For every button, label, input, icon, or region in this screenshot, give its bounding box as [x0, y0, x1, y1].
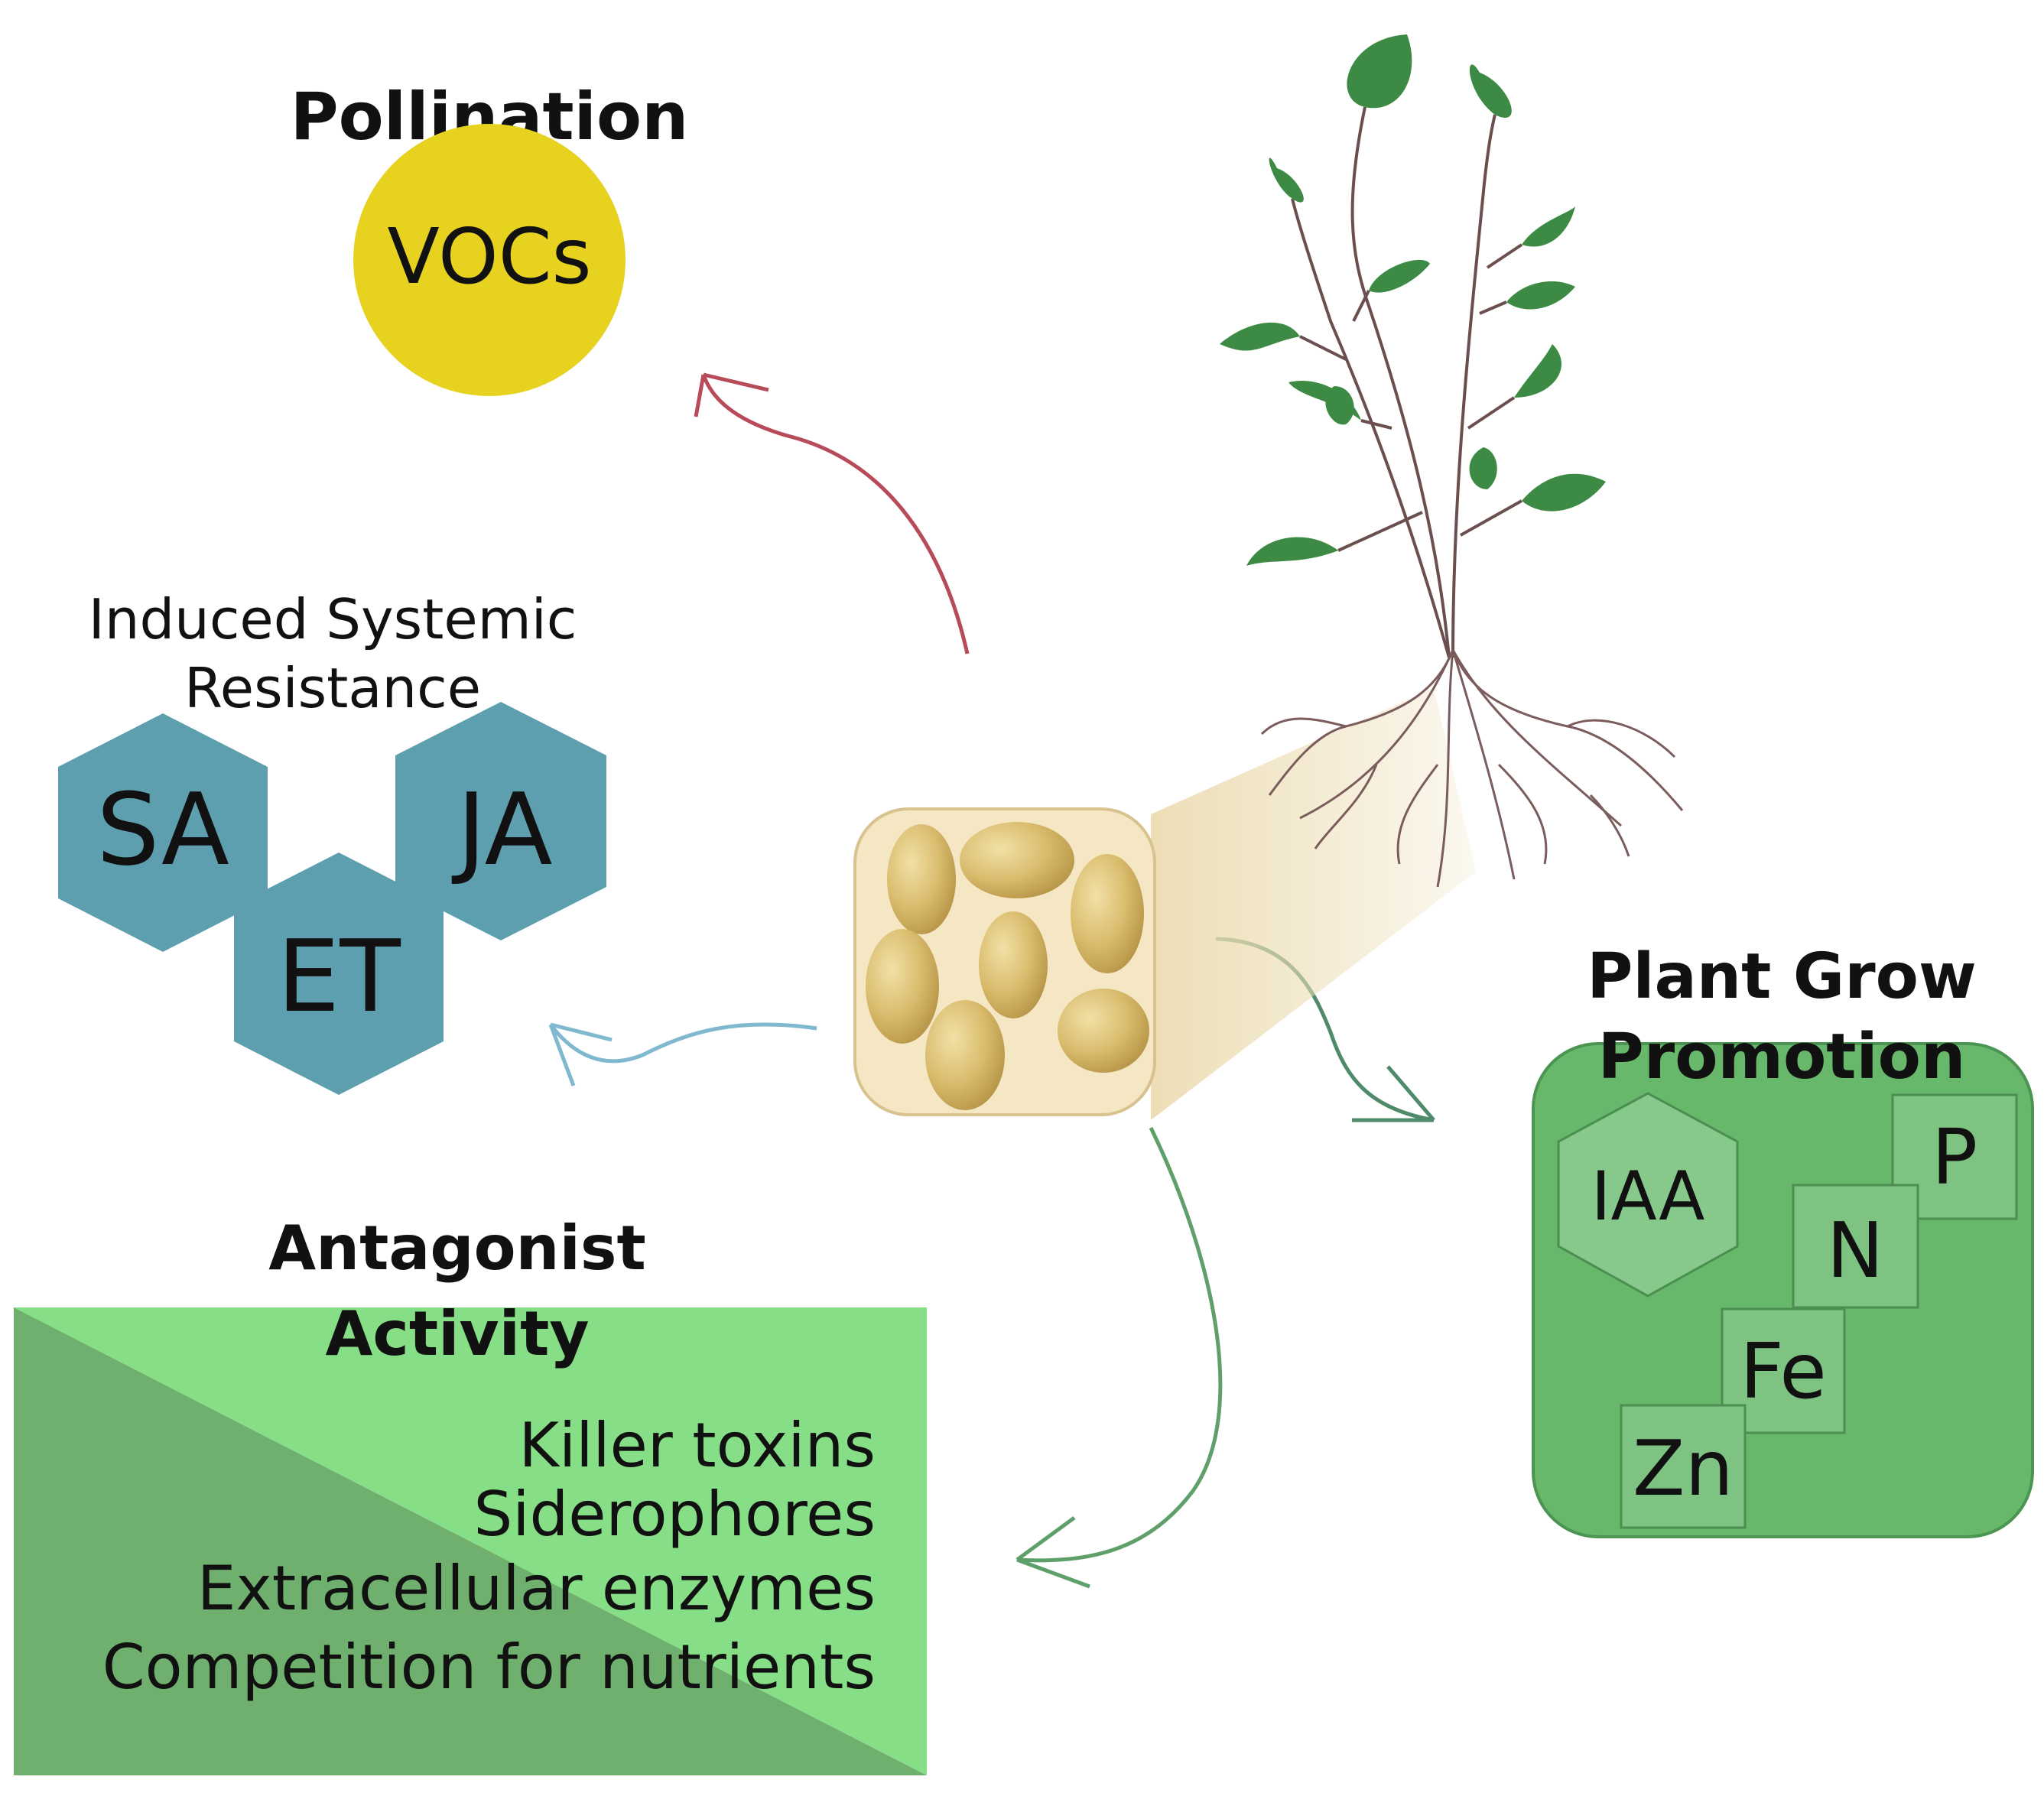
leaf — [1288, 381, 1361, 421]
leaf — [1220, 322, 1300, 351]
nutrient-label-fe: Fe — [1740, 1327, 1827, 1416]
leaf — [1522, 206, 1575, 247]
antagonist-dark-triangle — [14, 1307, 927, 1775]
nutrient-box-n — [1792, 1184, 1919, 1309]
leaf — [1325, 386, 1354, 425]
leaf — [1246, 537, 1338, 566]
leaf — [1514, 344, 1561, 398]
hexagon-et — [234, 853, 444, 1095]
antagonist-title-line1: Antagonist — [268, 1213, 646, 1284]
hexagon-ja — [395, 702, 606, 940]
antagonist-item: Siderophores — [473, 1479, 876, 1550]
plant-leaves — [1220, 34, 1606, 566]
leaf — [1369, 259, 1430, 293]
yeast-cell — [866, 929, 939, 1044]
yeast-cell-group — [853, 688, 1476, 1120]
yeast-cell — [960, 822, 1074, 898]
leaf — [1506, 281, 1575, 310]
hexagon-sa-label: SA — [96, 771, 229, 888]
yeast-cell — [887, 824, 956, 934]
antagonist-item: Killer toxins — [519, 1410, 876, 1481]
yeast-cell — [925, 1000, 1005, 1110]
hexagon-et-label: ET — [277, 918, 401, 1034]
hexagon-sa — [58, 713, 268, 952]
leaf — [1469, 64, 1512, 119]
yeast-cell — [1058, 989, 1149, 1073]
nutrient-label-n: N — [1827, 1206, 1884, 1295]
arrow-to-antagonist — [1016, 1126, 1223, 1589]
arrow-to-pollination — [694, 372, 970, 654]
plant-stems — [1291, 106, 1523, 658]
arrow-to-isr — [548, 1022, 817, 1086]
growth-title-line1: Plant Grow — [1587, 940, 1977, 1013]
leaf — [1469, 447, 1497, 489]
antagonist-item: Extracellular enzymes — [197, 1553, 876, 1624]
isr-title-line1: Induced Systemic — [89, 587, 577, 651]
pollination-group: Pollination VOCs — [291, 79, 688, 396]
nutrient-label-p: P — [1932, 1112, 1977, 1202]
leaf — [1347, 34, 1412, 109]
nutrient-box-zn — [1620, 1404, 1747, 1529]
nutrient-label-zn: Zn — [1633, 1424, 1734, 1513]
antagonist-item: Competition for nutrients — [102, 1632, 876, 1703]
yeast-cell — [979, 911, 1048, 1018]
isr-group: Induced Systemic Resistance SA JA ET — [58, 587, 606, 1095]
growth-title-line2: Promotion — [1598, 1021, 1966, 1093]
yeast-cell — [1071, 854, 1144, 973]
antagonist-group: Antagonist Activity Killer toxins Sidero… — [14, 1213, 927, 1775]
plant-roots — [1260, 649, 1684, 888]
isr-title-line2: Resistance — [184, 656, 481, 720]
vocs-circle — [353, 124, 626, 396]
leaf — [1522, 473, 1606, 512]
antagonist-title-line2: Activity — [326, 1298, 590, 1369]
growth-group: Plant Grow Promotion IAA P N Fe Zn — [1532, 940, 2034, 1538]
hexagon-iaa-label: IAA — [1591, 1157, 1705, 1236]
zoom-cone — [1151, 688, 1476, 1120]
hexagon-iaa — [1557, 1092, 1739, 1297]
plant-illustration — [1220, 34, 1684, 888]
leaf — [1269, 158, 1304, 203]
hexagon-ja-label: JA — [452, 771, 553, 888]
vocs-label: VOCs — [387, 212, 591, 301]
